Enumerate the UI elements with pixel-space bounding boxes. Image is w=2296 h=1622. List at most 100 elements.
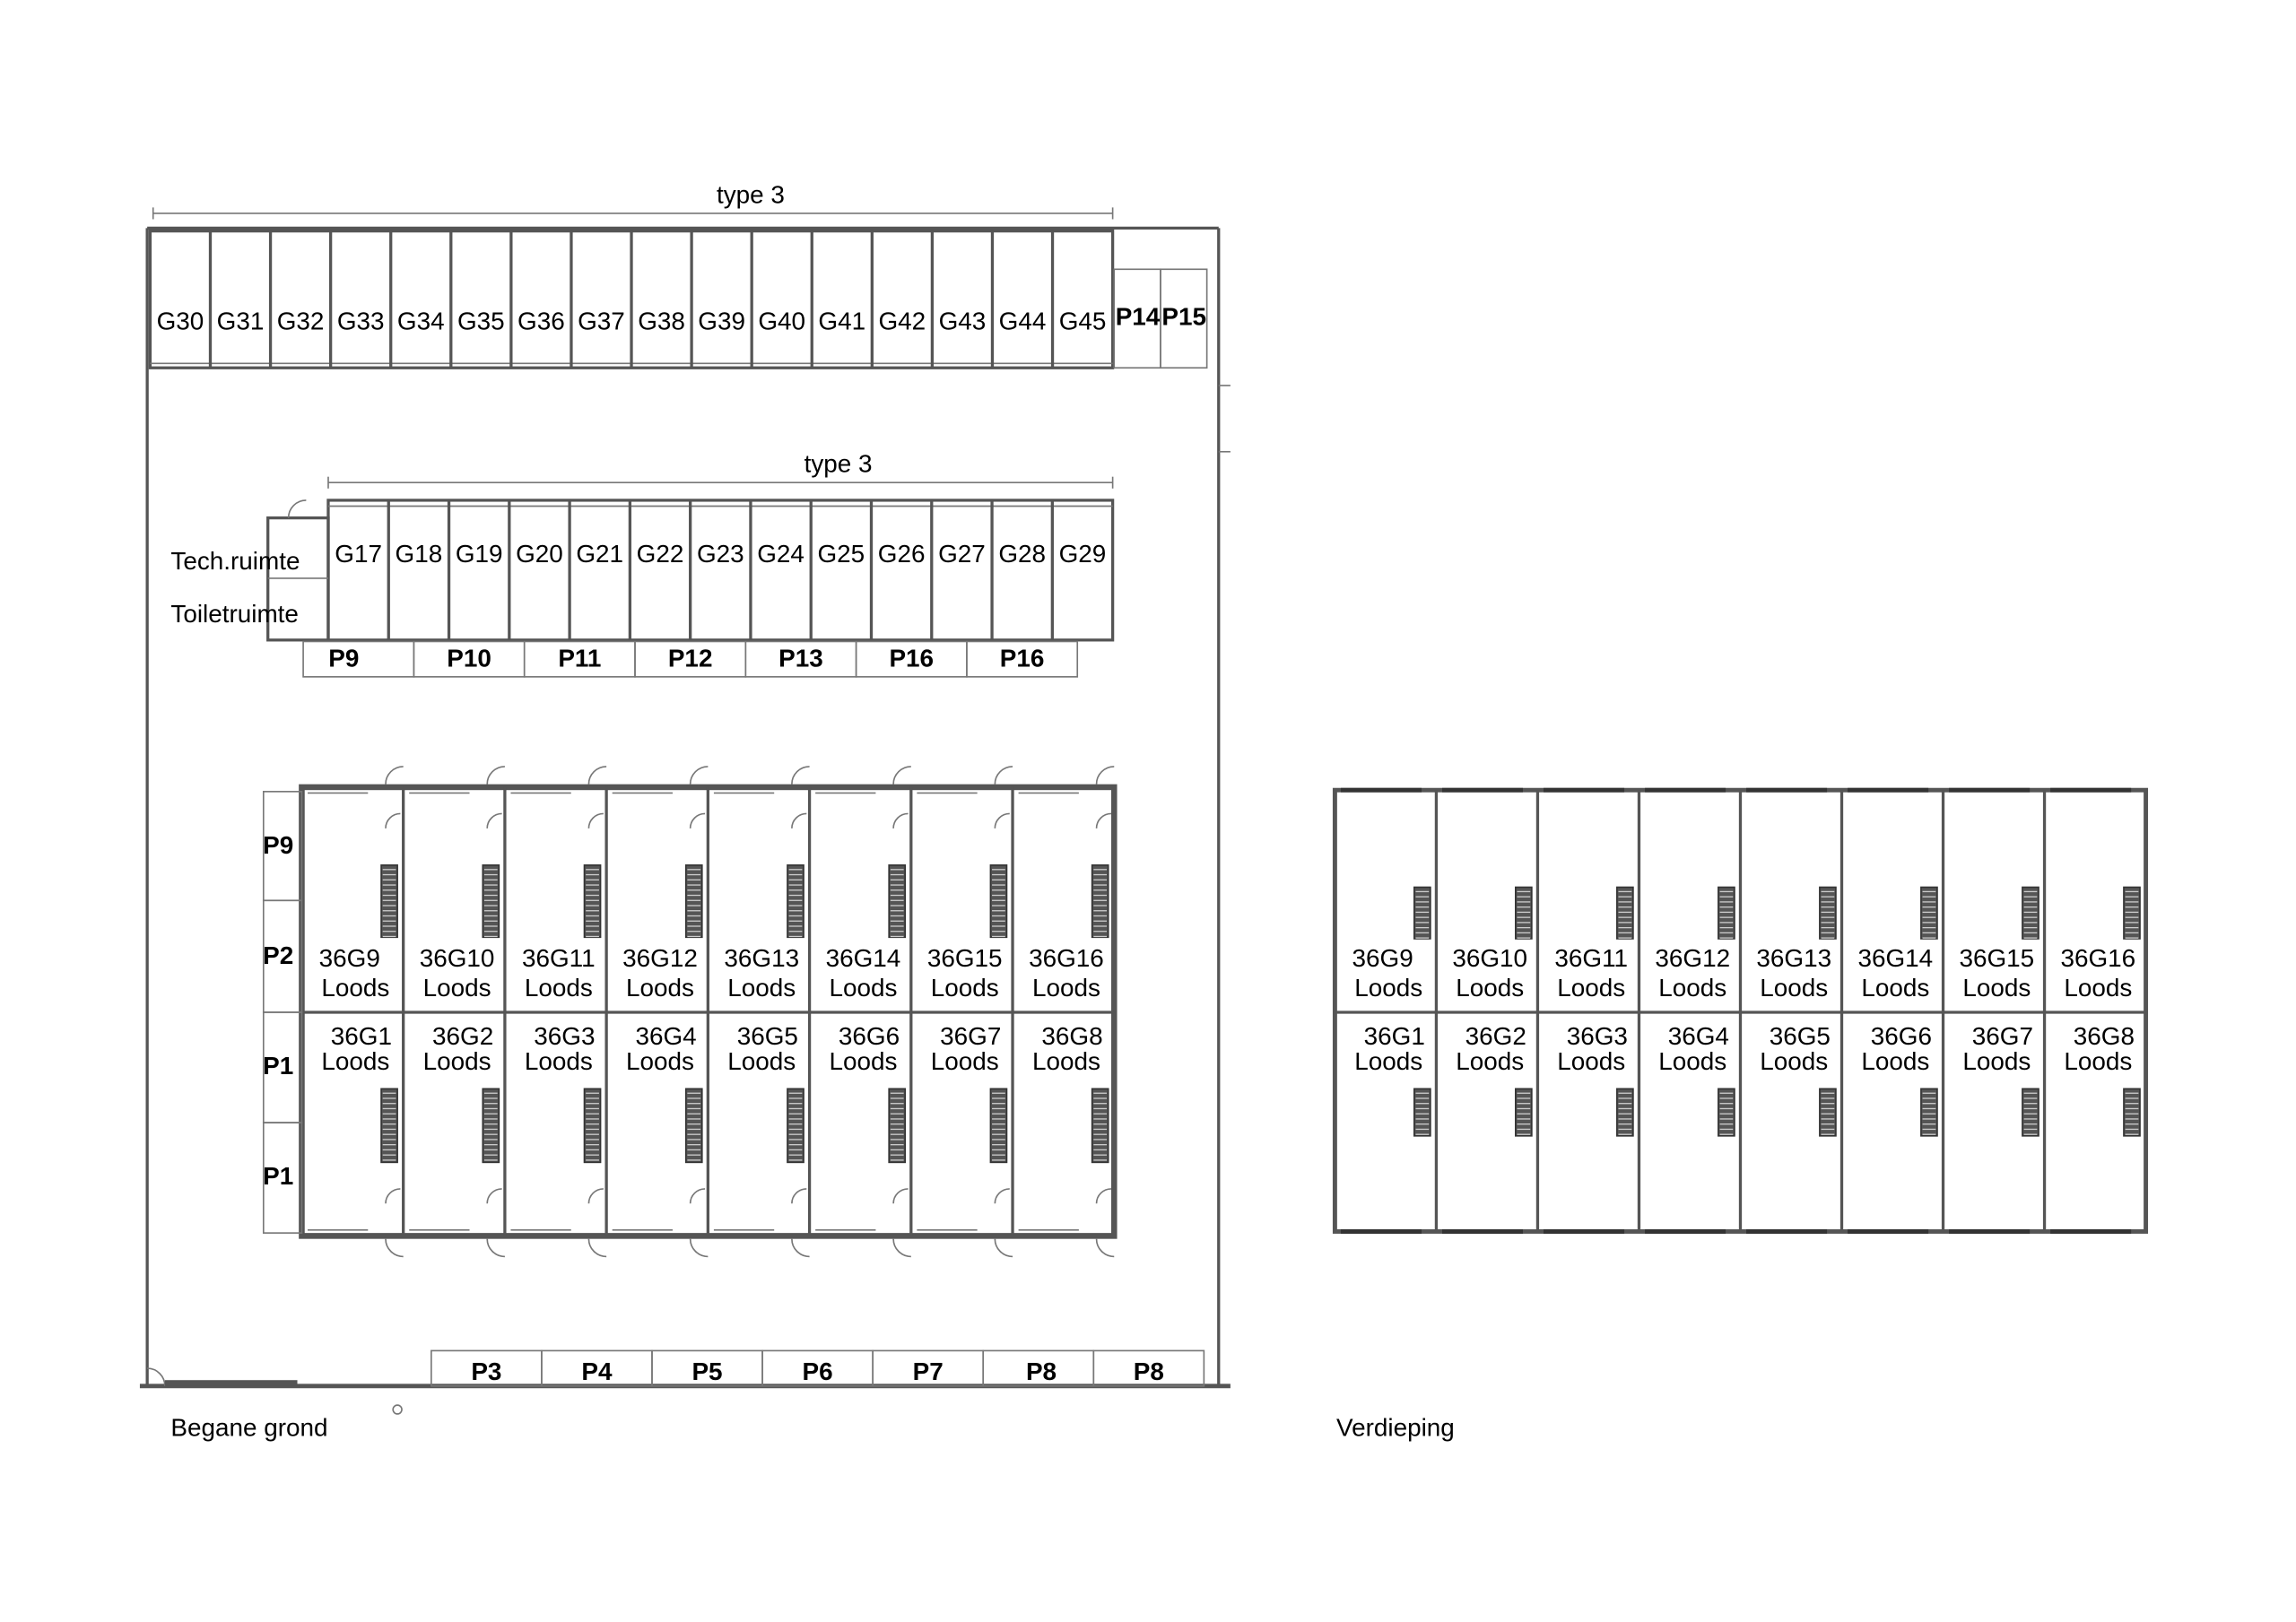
door-swing-icon bbox=[385, 766, 404, 785]
unit-type-label: Loods bbox=[1557, 1047, 1625, 1075]
unit-label: 36G5 bbox=[1770, 1022, 1831, 1050]
garage-unit-label: G39 bbox=[698, 308, 745, 335]
unit-label: 36G6 bbox=[1871, 1022, 1932, 1050]
parking-space bbox=[966, 640, 1079, 678]
garage-unit-label: G44 bbox=[999, 308, 1047, 335]
garage-unit-label: G22 bbox=[637, 540, 684, 568]
unit-type-label: Loods bbox=[1658, 974, 1726, 1002]
unit-label: 36G7 bbox=[940, 1022, 1001, 1050]
parking-label: P15 bbox=[1161, 303, 1206, 331]
unit-label: 36G13 bbox=[724, 944, 799, 972]
unit-label: 36G15 bbox=[927, 944, 1003, 972]
unit-label: 36G14 bbox=[826, 944, 901, 972]
unit-type-label: Loods bbox=[931, 1047, 999, 1075]
staircase-icon bbox=[482, 864, 500, 939]
unit-type-label: Loods bbox=[626, 1047, 694, 1075]
staircase-icon bbox=[787, 1088, 804, 1164]
parking-label: P16 bbox=[1000, 644, 1045, 672]
garage-unit-label: G25 bbox=[818, 540, 865, 568]
parking-label: P16 bbox=[889, 644, 934, 672]
garage-unit-label: G31 bbox=[217, 308, 265, 335]
unit-label: 36G7 bbox=[1972, 1022, 2033, 1050]
door-swing-icon bbox=[486, 766, 505, 785]
door-swing-icon bbox=[689, 766, 709, 785]
garage-unit-label: G21 bbox=[576, 540, 623, 568]
unit-label: 36G12 bbox=[1655, 944, 1730, 972]
unit-type-label: Loods bbox=[829, 974, 897, 1002]
parking-label: P8 bbox=[1026, 1357, 1057, 1385]
door-swing-icon bbox=[689, 1188, 706, 1204]
staircase-icon bbox=[1413, 886, 1431, 940]
door-swing-icon bbox=[587, 766, 607, 785]
unit-label: 36G16 bbox=[1029, 944, 1104, 972]
staircase-icon bbox=[684, 864, 703, 939]
unit-type-label: Loods bbox=[1760, 974, 1828, 1002]
door-swing-icon bbox=[587, 1188, 604, 1204]
tech-room-label: Tech.ruimte bbox=[170, 547, 300, 575]
unit-type-label: Loods bbox=[1658, 1047, 1726, 1075]
unit-type-label: Loods bbox=[727, 1047, 796, 1075]
garage-unit-label: G28 bbox=[998, 540, 1046, 568]
staircase-icon bbox=[1091, 1088, 1109, 1164]
staircase-icon bbox=[888, 1088, 907, 1164]
garage-unit-label: G33 bbox=[337, 308, 385, 335]
unit-label: 36G9 bbox=[319, 944, 380, 972]
unit-label: 36G11 bbox=[522, 944, 596, 972]
garage-unit-label: G30 bbox=[157, 308, 204, 335]
unit-type-label: Loods bbox=[931, 974, 999, 1002]
parking-label: P8 bbox=[1134, 1357, 1164, 1385]
unit-type-label: Loods bbox=[321, 974, 389, 1002]
garage-unit-label: G35 bbox=[457, 308, 505, 335]
ground-floor-caption: Begane grond bbox=[170, 1414, 327, 1442]
door-swing-icon bbox=[385, 1238, 404, 1258]
unit-type-label: Loods bbox=[1557, 974, 1625, 1002]
door-swing-icon bbox=[994, 1188, 1010, 1204]
garage-unit-label: G20 bbox=[516, 540, 563, 568]
unit-label: 36G1 bbox=[331, 1022, 392, 1050]
staircase-icon bbox=[787, 864, 804, 939]
unit-type-label: Loods bbox=[1456, 974, 1524, 1002]
unit-label: 36G16 bbox=[2060, 944, 2135, 972]
unit-label: 36G10 bbox=[1452, 944, 1527, 972]
staircase-icon bbox=[380, 864, 398, 939]
unit-type-label: Loods bbox=[423, 1047, 491, 1075]
unit-type-label: Loods bbox=[626, 974, 694, 1002]
garage-unit-label: G38 bbox=[638, 308, 685, 335]
door-swing-icon bbox=[1095, 812, 1112, 828]
door-swing-icon bbox=[587, 812, 604, 828]
unit-type-label: Loods bbox=[829, 1047, 897, 1075]
unit-label: 36G3 bbox=[534, 1022, 595, 1050]
unit-label: 36G10 bbox=[420, 944, 495, 972]
garage-unit-label: G32 bbox=[277, 308, 325, 335]
door-swing-icon bbox=[892, 1238, 911, 1258]
door-swing-icon bbox=[689, 812, 706, 828]
unit-type-label: Loods bbox=[1456, 1047, 1524, 1075]
parking-space bbox=[262, 1122, 303, 1234]
door-swing-icon bbox=[892, 812, 909, 828]
door-swing-icon bbox=[385, 812, 401, 828]
unit-label: 36G13 bbox=[1756, 944, 1831, 972]
parking-label: P7 bbox=[913, 1357, 944, 1385]
unit-label: 36G9 bbox=[1352, 944, 1413, 972]
parking-label: P13 bbox=[778, 644, 823, 672]
unit-label: 36G15 bbox=[1959, 944, 2034, 972]
staircase-icon bbox=[380, 1088, 398, 1164]
door-swing-icon bbox=[689, 1238, 709, 1258]
staircase-icon bbox=[1515, 886, 1533, 940]
unit-type-label: Loods bbox=[2064, 974, 2132, 1002]
parking-label: P1 bbox=[263, 1052, 293, 1080]
unit-label: 36G4 bbox=[1668, 1022, 1729, 1050]
door-swing-icon bbox=[791, 1238, 810, 1258]
parking-label: P9 bbox=[328, 644, 359, 672]
parking-label: P3 bbox=[471, 1357, 501, 1385]
parking-label: P4 bbox=[581, 1357, 613, 1385]
staircase-icon bbox=[888, 864, 907, 939]
garage-unit-label: G29 bbox=[1059, 540, 1107, 568]
unit-type-label: Loods bbox=[321, 1047, 389, 1075]
unit-label: 36G8 bbox=[1041, 1022, 1102, 1050]
door-swing-icon bbox=[486, 812, 502, 828]
unit-type-label: Loods bbox=[1760, 1047, 1828, 1075]
unit-type-label: Loods bbox=[727, 974, 796, 1002]
unit-type-label: Loods bbox=[2064, 1047, 2132, 1075]
